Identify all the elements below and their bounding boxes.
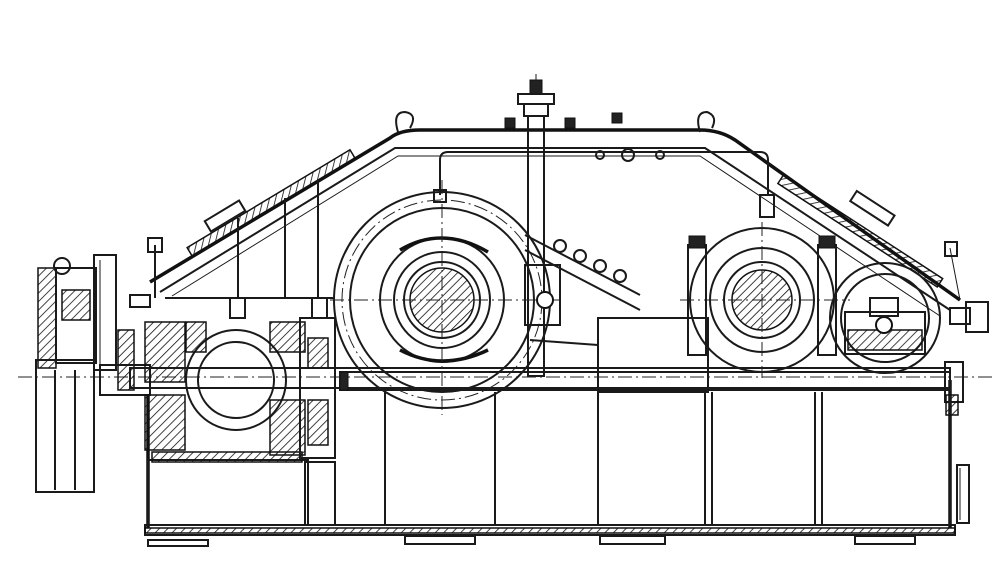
left-bearing [144,297,336,459]
upper-cover [149,74,962,377]
right-gear [680,222,850,378]
left-coupling [35,254,151,493]
large-gear [330,180,641,415]
small-right-gear [829,241,989,374]
left-mount [147,180,319,298]
pinion-shaft [129,361,964,416]
